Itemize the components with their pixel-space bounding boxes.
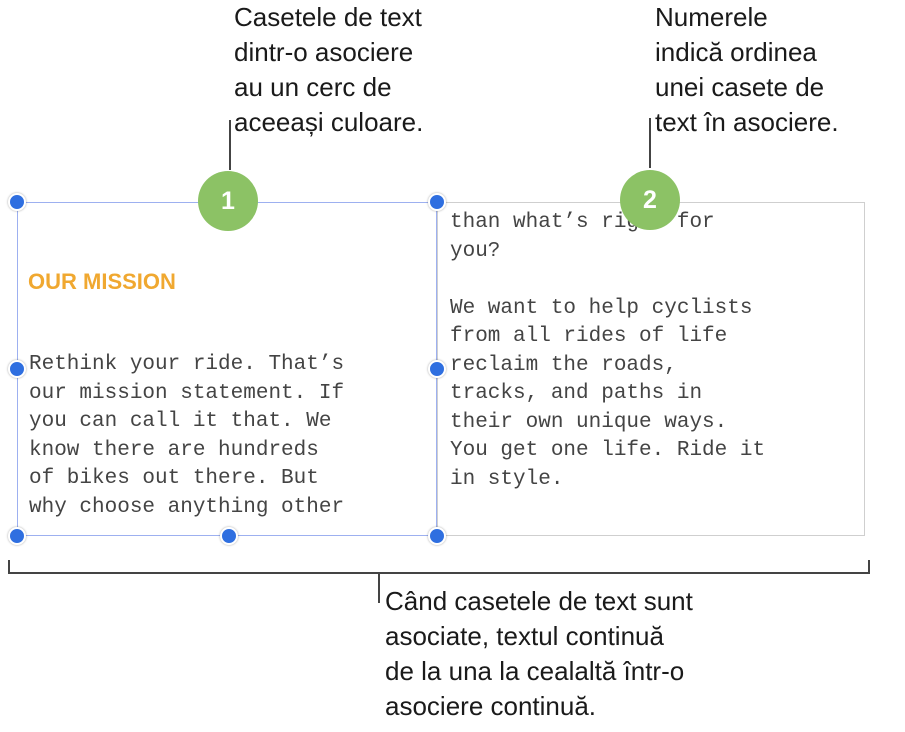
leader-line-2 bbox=[649, 118, 651, 168]
leader-line-1 bbox=[229, 120, 231, 170]
handle-bottom-middle[interactable] bbox=[220, 527, 238, 545]
handle-middle-right[interactable] bbox=[428, 360, 446, 378]
handle-bottom-left[interactable] bbox=[8, 527, 26, 545]
bracket-left-tick bbox=[8, 560, 10, 574]
callout-text-flows: Când casetele de text sunt asociate, tex… bbox=[385, 586, 693, 721]
handle-top-left[interactable] bbox=[8, 193, 26, 211]
text-box-1-body: Rethink your ride. That’s our mission st… bbox=[29, 353, 345, 519]
handle-top-right[interactable] bbox=[428, 193, 446, 211]
callout-same-color-circle: Casetele de text dintr-o asociere au un … bbox=[234, 2, 424, 137]
handle-middle-left[interactable] bbox=[8, 360, 26, 378]
bracket-right-tick bbox=[868, 560, 870, 574]
handle-bottom-right[interactable] bbox=[428, 527, 446, 545]
bracket-horizontal bbox=[8, 572, 870, 574]
text-box-2-body: than what’s right for you? We want to he… bbox=[450, 211, 766, 491]
bracket-center-stem bbox=[378, 573, 380, 603]
text-box-1-heading: OUR MISSION bbox=[28, 269, 176, 294]
order-badge-1: 1 bbox=[198, 171, 258, 231]
order-badge-2: 2 bbox=[620, 170, 680, 230]
callout-numbers-order: Numerele indică ordinea unei casete de t… bbox=[655, 2, 839, 137]
